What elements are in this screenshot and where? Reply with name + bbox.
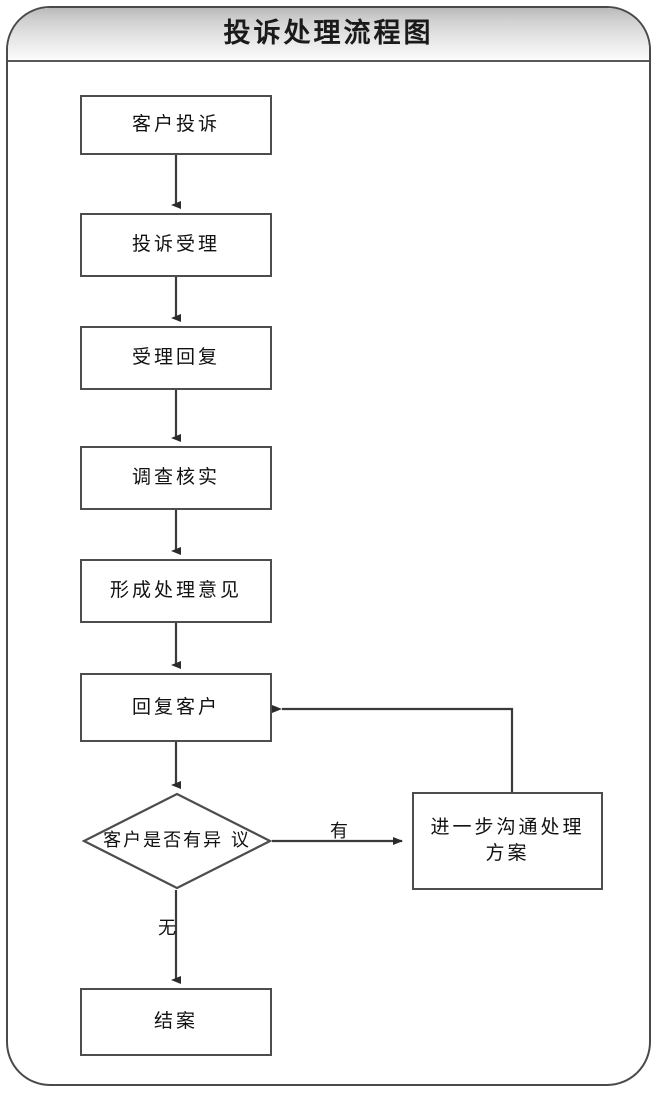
node-label: 形成处理意见 <box>109 579 242 602</box>
node-acceptance-reply[interactable]: 受理回复 <box>80 326 272 390</box>
edge-label-yes: 有 <box>330 821 348 842</box>
node-case-closed[interactable]: 结案 <box>80 988 272 1056</box>
node-further-communication-plan[interactable]: 进一步沟通处理 方案 <box>412 792 603 890</box>
node-label: 投诉受理 <box>131 233 220 256</box>
diamond-shape <box>82 792 272 890</box>
node-customer-complaint[interactable]: 客户投诉 <box>80 95 272 155</box>
panel-header: 投诉处理流程图 <box>8 8 649 62</box>
node-complaint-acceptance[interactable]: 投诉受理 <box>80 213 272 277</box>
node-label: 结案 <box>153 1010 198 1033</box>
node-form-handling-opinion[interactable]: 形成处理意见 <box>80 559 272 623</box>
flowchart-panel: 投诉处理流程图 <box>6 6 651 1086</box>
node-label: 客户是否有异 议 <box>103 829 251 851</box>
node-label: 受理回复 <box>131 346 220 369</box>
node-investigation-verification[interactable]: 调查核实 <box>80 446 272 510</box>
node-reply-to-customer[interactable]: 回复客户 <box>80 673 272 742</box>
node-label: 客户投诉 <box>131 113 220 136</box>
page-title: 投诉处理流程图 <box>223 17 434 49</box>
edge-label-no: 无 <box>158 918 176 939</box>
node-label: 进一步沟通处理 方案 <box>430 816 585 864</box>
node-label: 调查核实 <box>131 466 220 489</box>
node-label: 回复客户 <box>131 695 220 718</box>
node-decision-customer-objection[interactable]: 客户是否有异 议 <box>82 792 272 890</box>
